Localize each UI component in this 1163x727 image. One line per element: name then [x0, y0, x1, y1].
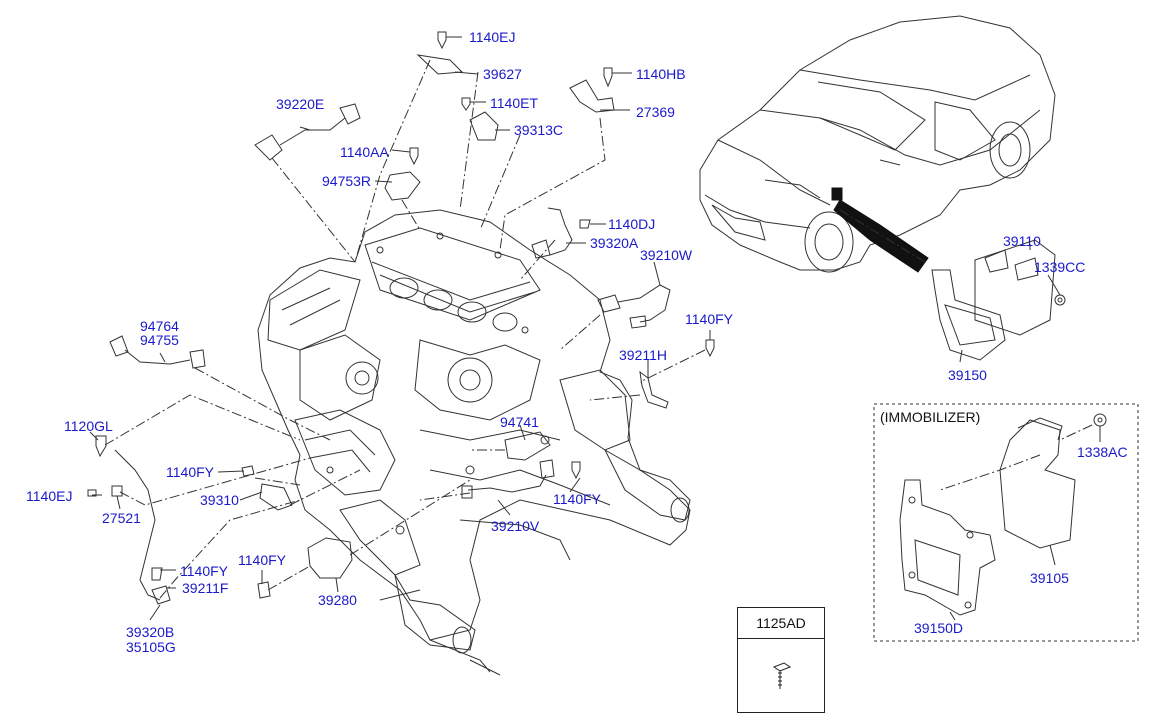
- label-1140ET[interactable]: 1140ET: [490, 95, 538, 111]
- label-39110[interactable]: 39110: [1003, 233, 1041, 249]
- label-1140FY-d[interactable]: 1140FY: [180, 563, 228, 579]
- ecu-module-39110: [931, 239, 1066, 361]
- label-1140FY-c[interactable]: 1140FY: [553, 491, 601, 507]
- car-illustration: [699, 15, 1056, 273]
- label-39211H[interactable]: 39211H: [619, 347, 668, 363]
- label-39320A[interactable]: 39320A: [590, 235, 639, 251]
- label-39150[interactable]: 39150: [948, 367, 987, 383]
- label-39280[interactable]: 39280: [318, 592, 357, 608]
- label-39310[interactable]: 39310: [200, 492, 239, 508]
- label-1140FY-b[interactable]: 1140FY: [166, 464, 214, 480]
- ecu-pointer: [833, 199, 929, 273]
- label-1140FY-a[interactable]: 1140FY: [685, 311, 733, 327]
- label-27521[interactable]: 27521: [102, 510, 141, 526]
- immobilizer-bracket-39150D: [899, 479, 996, 616]
- label-39313C[interactable]: 39313C: [514, 122, 564, 138]
- label-1140EJ-left[interactable]: 1140EJ: [26, 488, 73, 504]
- label-1140AA[interactable]: 1140AA: [340, 144, 389, 160]
- label-39211F[interactable]: 39211F: [182, 580, 229, 596]
- label-94753R[interactable]: 94753R: [322, 173, 372, 189]
- engine-assembly: [257, 209, 691, 676]
- leader-lines: [89, 36, 1101, 621]
- legend-part-number[interactable]: 1125AD: [738, 608, 824, 639]
- label-27369[interactable]: 27369: [636, 104, 675, 120]
- label-39320B[interactable]: 39320B: [126, 624, 175, 640]
- label-94764[interactable]: 94764: [140, 318, 179, 334]
- legend-image: [738, 639, 824, 712]
- label-39210W[interactable]: 39210W: [640, 247, 693, 263]
- label-1338AC[interactable]: 1338AC: [1077, 444, 1128, 460]
- label-1339CC[interactable]: 1339CC: [1034, 259, 1086, 275]
- label-1140HB[interactable]: 1140HB: [636, 66, 686, 82]
- label-39105[interactable]: 39105: [1030, 570, 1069, 586]
- label-35105G[interactable]: 35105G: [126, 639, 176, 655]
- label-39210V[interactable]: 39210V: [491, 518, 540, 534]
- assembly-lines: [104, 59, 1093, 599]
- label-1120GL[interactable]: 1120GL: [64, 418, 113, 434]
- immobilizer-ecu-39105: [999, 413, 1107, 549]
- label-1140FY-e[interactable]: 1140FY: [238, 552, 286, 568]
- label-94755[interactable]: 94755: [140, 332, 179, 348]
- label-39150D[interactable]: 39150D: [914, 620, 964, 636]
- screw-icon: [772, 662, 792, 689]
- label-94741[interactable]: 94741: [500, 414, 539, 430]
- label-1140DJ[interactable]: 1140DJ: [608, 216, 656, 232]
- label-39220E[interactable]: 39220E: [276, 96, 325, 112]
- label-1140EJ-top[interactable]: 1140EJ: [469, 29, 516, 45]
- immobilizer-group-box: [873, 403, 1139, 642]
- label-39627[interactable]: 39627: [483, 66, 522, 82]
- immobilizer-title: (IMMOBILIZER): [880, 409, 981, 425]
- legend-box-1125AD: 1125AD: [737, 607, 825, 713]
